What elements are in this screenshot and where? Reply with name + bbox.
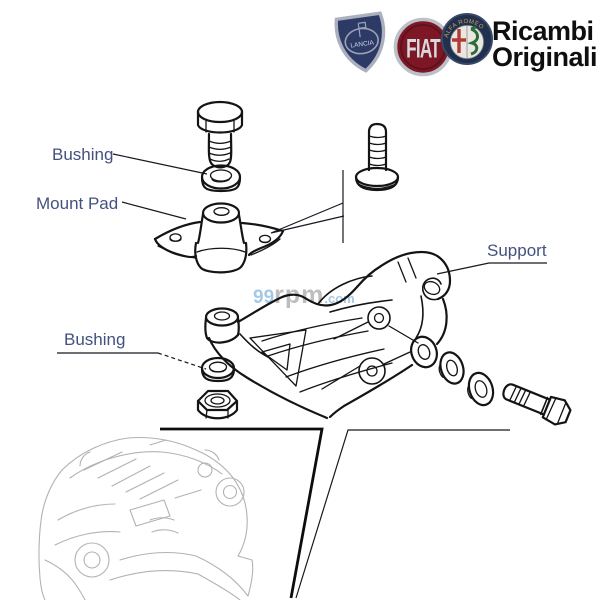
label-bushing-top: Bushing: [52, 145, 113, 164]
alfa-romeo-logo-icon: ALFA ROMEO: [441, 13, 493, 65]
label-bushing-bottom: Bushing: [64, 330, 125, 349]
leader-support: [436, 262, 547, 275]
washer-outer-drawing: [467, 371, 495, 407]
leader-bushing-top: [112, 153, 208, 175]
leader-mount-pad: [121, 201, 187, 220]
brand-title-line1: Ricambi: [492, 16, 594, 46]
fiat-logo-text: FIAT: [406, 33, 441, 63]
lower-bushing-drawing: [200, 356, 236, 383]
brand-title-line2: Originali: [492, 42, 597, 72]
label-mount-pad: Mount Pad: [36, 194, 118, 213]
hex-nut-drawing: [196, 389, 239, 420]
brand-logos: LANCIA FIAT ALFA ROMEO: [334, 11, 493, 77]
upper-bushing-drawing: [200, 164, 242, 193]
engine-sketch-drawing: [38, 437, 254, 600]
lancia-logo-text: LANCIA: [350, 39, 375, 49]
lancia-logo-icon: LANCIA: [334, 11, 386, 73]
fiat-logo-icon: FIAT: [393, 17, 453, 77]
leader-bushing-bottom: [57, 352, 207, 370]
funnel-line-right: [295, 429, 510, 599]
upper-bolt-drawing: [196, 100, 244, 169]
washer-inner-drawing: [438, 351, 465, 385]
lower-bolt-drawing: [502, 383, 572, 426]
funnel-line-left: [160, 427, 324, 599]
label-support: Support: [487, 241, 547, 260]
flange-screw-drawing: [354, 122, 400, 192]
support-bracket-drawing: [204, 250, 452, 420]
mount-pad-drawing: [153, 202, 285, 274]
